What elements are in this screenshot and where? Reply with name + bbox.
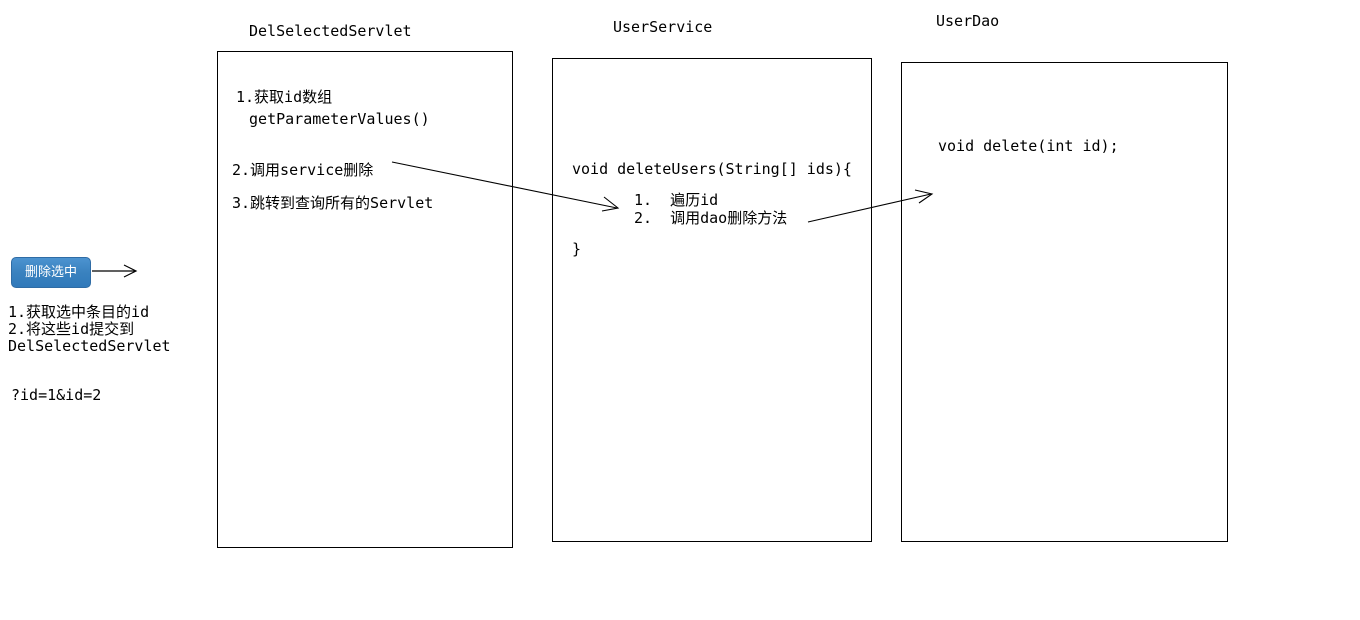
service-step-1: 1. 遍历id	[634, 191, 719, 209]
service-method-signature: void deleteUsers(String[] ids){	[572, 160, 852, 178]
box-user-service	[552, 58, 872, 542]
dao-method-signature: void delete(int id);	[938, 137, 1119, 155]
delete-selected-button[interactable]: 删除选中	[11, 257, 91, 288]
arrow-button-to-servlet	[92, 264, 138, 278]
servlet-step-1-detail: getParameterValues()	[240, 110, 430, 128]
service-step-2: 2. 调用dao删除方法	[634, 209, 788, 227]
client-note-line-2: 2.将这些id提交到	[8, 320, 135, 338]
client-note-line-1: 1.获取选中条目的id	[8, 303, 150, 321]
servlet-step-2: 2.调用service删除	[232, 161, 374, 179]
box-user-dao	[901, 62, 1228, 542]
servlet-step-3: 3.跳转到查询所有的Servlet	[232, 194, 434, 212]
box-title-user-service: UserService	[613, 18, 713, 36]
box-title-user-dao: UserDao	[936, 12, 1000, 30]
service-close-brace: }	[572, 240, 582, 258]
box-del-selected-servlet	[217, 51, 513, 548]
servlet-step-1: 1.获取id数组	[236, 88, 333, 106]
client-query-string: ?id=1&id=2	[11, 386, 102, 404]
client-note-line-3: DelSelectedServlet	[8, 337, 171, 355]
box-title-del-selected-servlet: DelSelectedServlet	[249, 22, 412, 40]
